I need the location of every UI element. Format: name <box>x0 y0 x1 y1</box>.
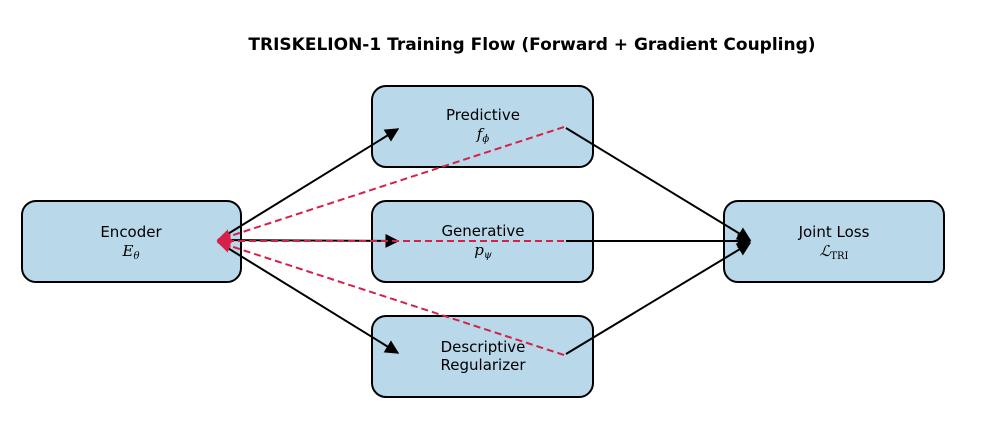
joint-loss-node: Joint Loss ℒTRI <box>723 200 945 283</box>
diagram-title: TRISKELION-1 Training Flow (Forward + Gr… <box>248 35 815 55</box>
forward-arrow-descriptive-to-loss <box>565 242 752 355</box>
joint-loss-label: Joint Loss <box>798 223 870 241</box>
predictive-node: Predictive fϕ <box>371 85 594 168</box>
encoder-node: Encoder Eθ <box>21 200 242 283</box>
predictive-label: Predictive <box>446 106 520 124</box>
regularizer-label: Regularizer <box>441 356 527 374</box>
generative-label: Generative <box>441 222 524 240</box>
descriptive-label: Descriptive <box>441 338 526 356</box>
encoder-symbol: Eθ <box>122 242 140 262</box>
forward-arrow-predictive-to-loss <box>565 127 752 241</box>
joint-loss-symbol: ℒTRI <box>820 242 849 262</box>
gradient-arrow-descriptive-to-encoder <box>216 239 565 356</box>
descriptive-regularizer-node: Descriptive Regularizer <box>371 315 594 398</box>
generative-symbol: pψ <box>474 241 492 261</box>
encoder-label: Encoder <box>100 223 162 241</box>
gradient-arrow-predictive-to-encoder <box>216 126 565 243</box>
forward-arrow-encoder-to-predictive <box>217 128 400 241</box>
forward-arrow-encoder-to-descriptive <box>217 241 400 354</box>
predictive-symbol: fϕ <box>476 125 490 145</box>
